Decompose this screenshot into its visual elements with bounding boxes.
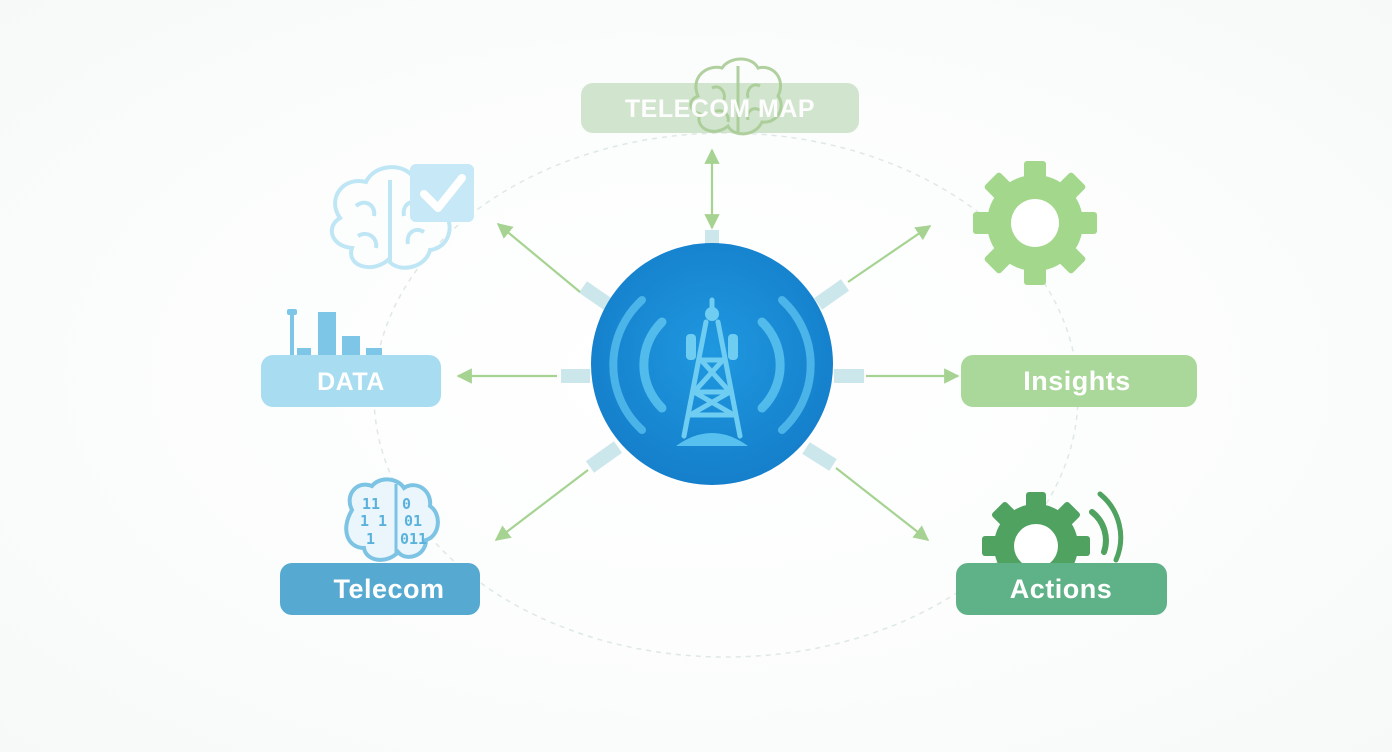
spoke-arrows xyxy=(456,148,960,541)
connector-lower-right xyxy=(802,442,837,471)
node-data: DATA xyxy=(261,309,441,407)
hub-connectors xyxy=(561,230,864,473)
insights-label: Insights xyxy=(1023,366,1131,396)
gear-icon xyxy=(973,161,1097,285)
svg-text:0: 0 xyxy=(402,495,411,513)
arrow-lower-left xyxy=(494,469,589,541)
svg-text:1: 1 xyxy=(366,530,375,548)
telecom-label: Telecom xyxy=(333,574,444,604)
data-pill xyxy=(261,355,441,407)
telecom-map-pill xyxy=(581,83,859,133)
binary-brain-icon: 11 0 1 1 01 1 011 xyxy=(344,477,440,562)
svg-text:1: 1 xyxy=(378,512,387,530)
connector-lower-left xyxy=(585,441,623,473)
node-gear xyxy=(973,161,1097,285)
node-telecom-map: TELECOM MAP xyxy=(581,57,859,136)
svg-text:011: 011 xyxy=(400,530,427,548)
connector-upper-left xyxy=(579,281,613,311)
arrow-upper-left xyxy=(496,223,581,293)
svg-text:1: 1 xyxy=(360,512,369,530)
data-label: DATA xyxy=(317,368,385,396)
svg-text:01: 01 xyxy=(404,512,422,530)
hub-circle xyxy=(591,243,833,485)
arrow-lower-right xyxy=(835,467,930,541)
brain-check-icon xyxy=(329,164,474,270)
node-insights: Insights xyxy=(961,355,1197,407)
actions-pill xyxy=(956,563,1167,615)
node-telecom: 11 0 1 1 01 1 011 Telecom xyxy=(280,477,480,615)
central-hub xyxy=(591,243,833,485)
connector-upper-right xyxy=(813,279,850,310)
bar-chart-icon xyxy=(287,309,382,358)
node-brain-check xyxy=(329,164,474,270)
telecom-pill xyxy=(280,563,480,615)
brain-icon xyxy=(689,57,783,136)
actions-label: Actions xyxy=(1010,574,1113,604)
telecom-map-label: TELECOM MAP xyxy=(625,95,815,123)
svg-text:11: 11 xyxy=(362,495,380,513)
insights-pill xyxy=(961,355,1197,407)
cell-tower-icon xyxy=(609,296,815,446)
node-actions: Actions xyxy=(956,491,1167,615)
arrow-upper-right xyxy=(847,225,932,283)
